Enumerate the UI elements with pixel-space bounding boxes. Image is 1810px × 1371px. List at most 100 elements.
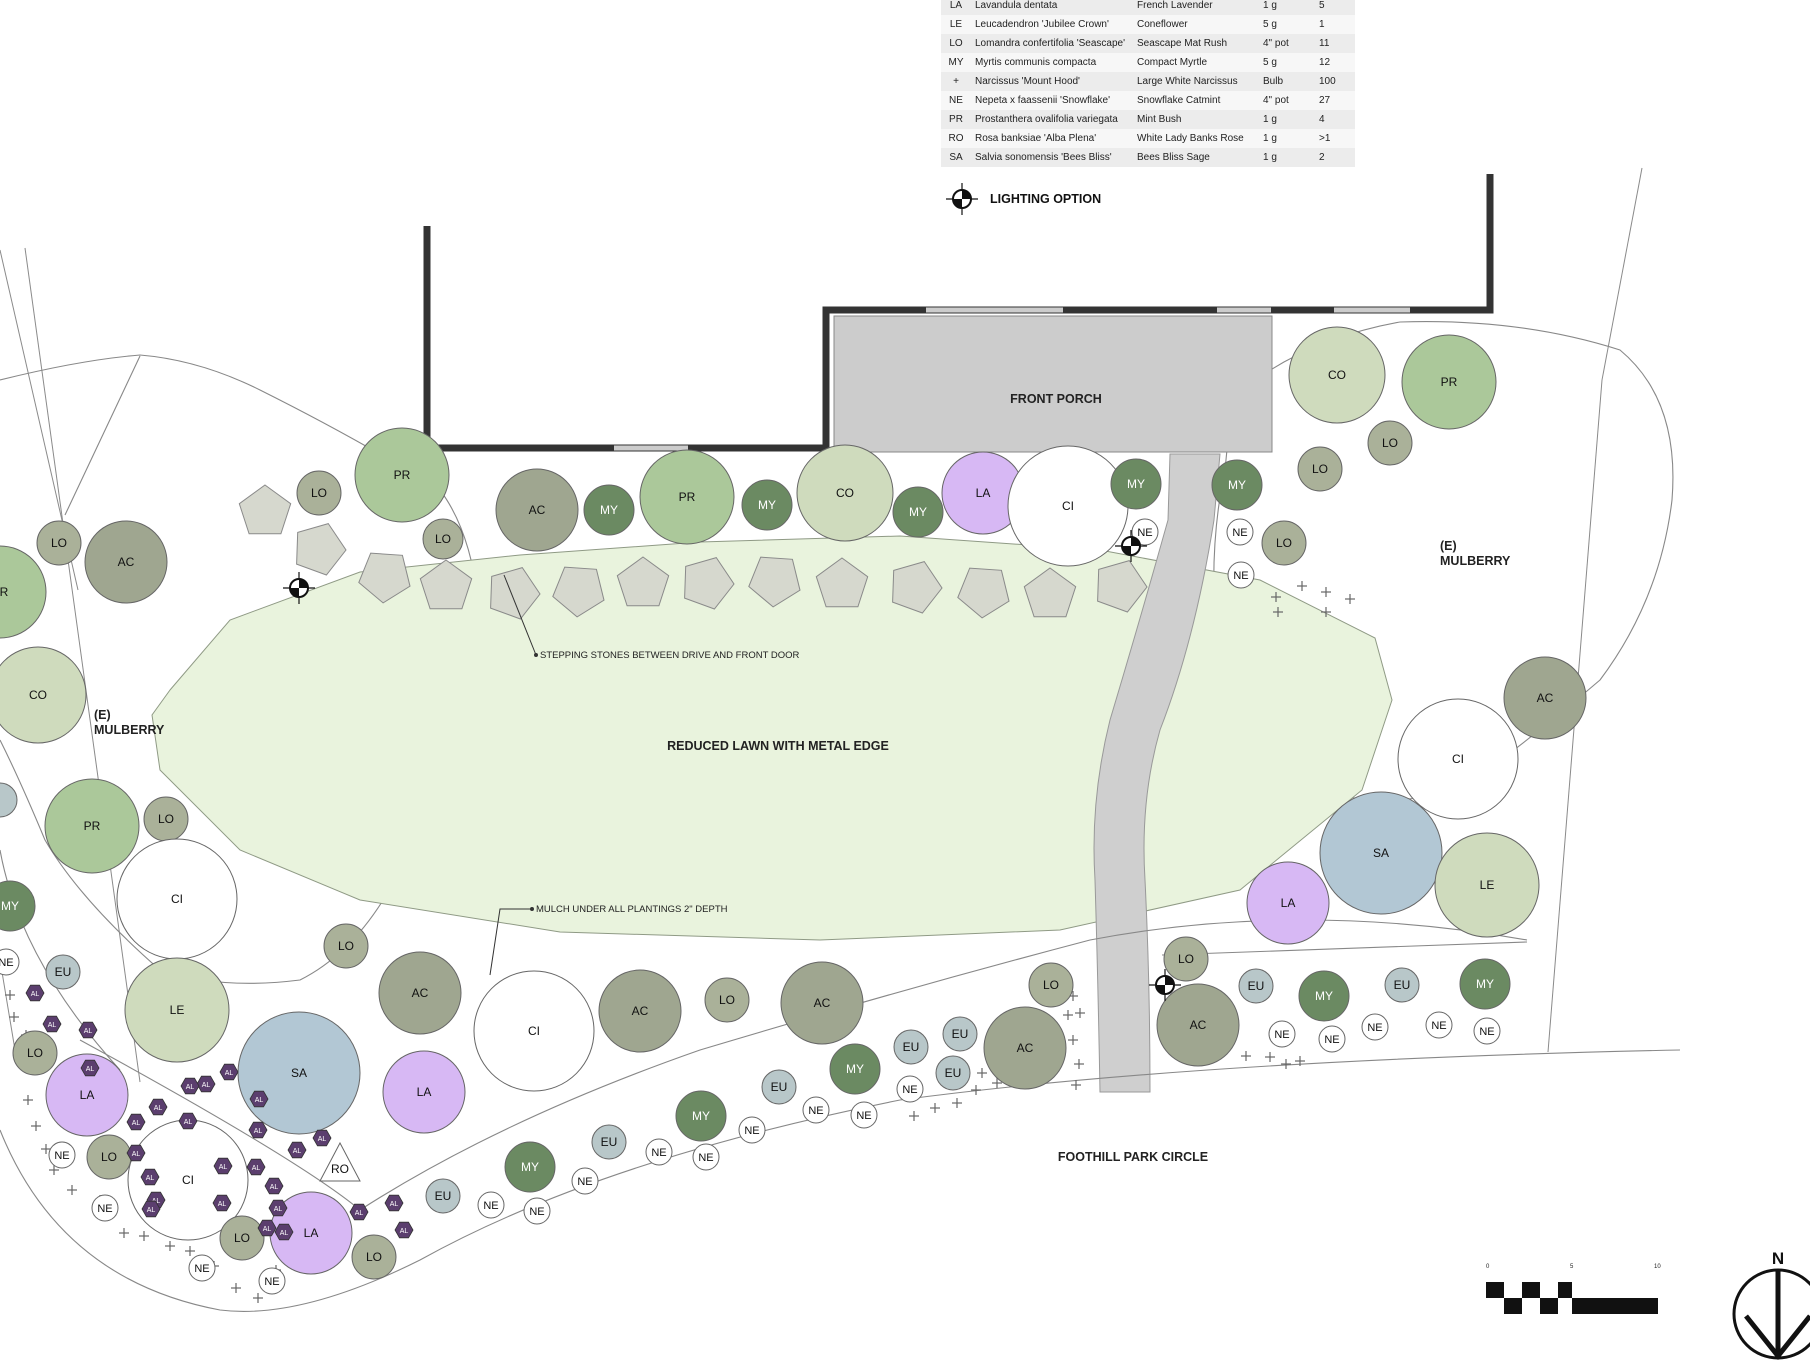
allium-marker: AL <box>394 1221 414 1239</box>
svg-text:EU: EU <box>945 1066 962 1080</box>
mulberry-west-e: (E) <box>94 708 111 722</box>
plant-ne: NE <box>523 1197 551 1225</box>
narcissus-bulb <box>1241 1051 1251 1061</box>
svg-text:MY: MY <box>846 1062 864 1076</box>
legend-code: LE <box>941 15 971 34</box>
allium-marker: AL <box>42 1015 62 1033</box>
svg-text:SA: SA <box>1373 846 1389 860</box>
legend-common: French Lavender <box>1133 0 1259 15</box>
svg-text:NE: NE <box>264 1276 279 1288</box>
narcissus-bulb <box>1075 1008 1085 1018</box>
svg-text:PR: PR <box>84 819 101 833</box>
allium-marker: AL <box>312 1129 332 1147</box>
svg-text:AC: AC <box>632 1004 649 1018</box>
plant-le: LE <box>124 957 230 1063</box>
plant-ac: AC <box>598 969 682 1053</box>
plant-pr: PR <box>639 449 735 545</box>
svg-text:AL: AL <box>84 1028 93 1035</box>
narcissus-bulb <box>1271 592 1281 602</box>
lighting-option-key: LIGHTING OPTION <box>946 183 1101 215</box>
plant-la: LA <box>45 1053 129 1137</box>
svg-text:MY: MY <box>1228 478 1246 492</box>
allium-marker: AL <box>213 1157 233 1175</box>
allium-marker: AL <box>246 1158 266 1176</box>
svg-text:PR: PR <box>394 468 411 482</box>
svg-text:CI: CI <box>1452 752 1464 766</box>
svg-text:NE: NE <box>1431 1020 1446 1032</box>
svg-text:EU: EU <box>435 1189 452 1203</box>
legend-size: 1 g <box>1259 110 1315 129</box>
svg-text:AL: AL <box>48 1022 57 1029</box>
svg-text:LO: LO <box>51 536 67 550</box>
svg-text:MY: MY <box>521 1160 539 1174</box>
legend-code: NE <box>941 91 971 110</box>
allium-marker: AL <box>196 1075 216 1093</box>
north-arrow: N <box>1732 1249 1810 1361</box>
reduced-lawn <box>151 535 1393 941</box>
plant-my: MY <box>829 1043 881 1095</box>
stepping-stone <box>815 557 869 608</box>
svg-text:NE: NE <box>0 957 14 969</box>
svg-text:LO: LO <box>1312 462 1328 476</box>
plant-ci: CI <box>1397 698 1519 820</box>
plant-ci: CI <box>1007 445 1129 567</box>
allium-marker: AL <box>148 1098 168 1116</box>
legend-qty: 1 <box>1315 15 1355 34</box>
svg-text:AL: AL <box>202 1082 211 1089</box>
allium-marker: AL <box>384 1194 404 1212</box>
plant-eu: EU <box>1384 967 1420 1003</box>
stepping-stones-note: STEPPING STONES BETWEEN DRIVE AND FRONT … <box>540 650 799 661</box>
plant-pr: PR <box>0 545 47 639</box>
canopy-edge-north <box>64 355 141 516</box>
plant-ci: CI <box>473 970 595 1092</box>
svg-text:LO: LO <box>158 812 174 826</box>
svg-text:AL: AL <box>255 1097 264 1104</box>
narcissus-bulb <box>5 990 15 1000</box>
plant-ne: NE <box>1227 561 1255 589</box>
mulberry-east-label: MULBERRY <box>1440 554 1511 568</box>
front-porch <box>833 315 1273 453</box>
svg-text:SA: SA <box>291 1066 307 1080</box>
narcissus-bulb <box>1281 1059 1291 1069</box>
plant-ne: NE <box>802 1096 830 1124</box>
narcissus-bulb <box>67 1185 77 1195</box>
svg-text:LA: LA <box>304 1226 319 1240</box>
svg-text:AL: AL <box>86 1066 95 1073</box>
stepping-stones-leader <box>503 574 538 657</box>
plant-lo: LO <box>219 1215 265 1261</box>
north-arrow-label: N <box>1772 1249 1784 1268</box>
narcissus-bulb <box>1297 581 1307 591</box>
svg-text:AL: AL <box>252 1165 261 1172</box>
plant-symbol <box>0 782 18 818</box>
legend-size: 5 g <box>1259 53 1315 72</box>
narcissus-bulb <box>1273 607 1283 617</box>
plant-ro: RO <box>319 1141 361 1182</box>
plant-pr: PR <box>44 778 140 874</box>
svg-text:LO: LO <box>1178 952 1194 966</box>
narcissus-bulb <box>1265 1052 1275 1062</box>
legend-common: Coneflower <box>1133 15 1259 34</box>
plant-lo: LO <box>1028 962 1074 1008</box>
plant-eu: EU <box>1238 968 1274 1004</box>
allium-marker: AL <box>268 1199 288 1217</box>
property-line-left-inner <box>24 247 141 1083</box>
svg-text:LO: LO <box>101 1150 117 1164</box>
stepping-stone <box>684 557 735 610</box>
narcissus-bulb <box>139 1231 149 1241</box>
legend-botanical: Narcissus 'Mount Hood' <box>971 72 1133 91</box>
plant-co: CO <box>1288 326 1386 424</box>
svg-text:LO: LO <box>311 486 327 500</box>
svg-text:EU: EU <box>952 1027 969 1041</box>
narcissus-bulb <box>977 1068 987 1078</box>
svg-text:LA: LA <box>976 486 991 500</box>
street-label: FOOTHILL PARK CIRCLE <box>1058 1150 1208 1164</box>
scale-tick-10: 10 <box>1654 1264 1661 1270</box>
svg-text:AL: AL <box>390 1201 399 1208</box>
plant-co: CO <box>0 646 87 744</box>
plant-ne: NE <box>1226 518 1254 546</box>
svg-text:LO: LO <box>234 1231 250 1245</box>
plant-ne: NE <box>645 1138 673 1166</box>
